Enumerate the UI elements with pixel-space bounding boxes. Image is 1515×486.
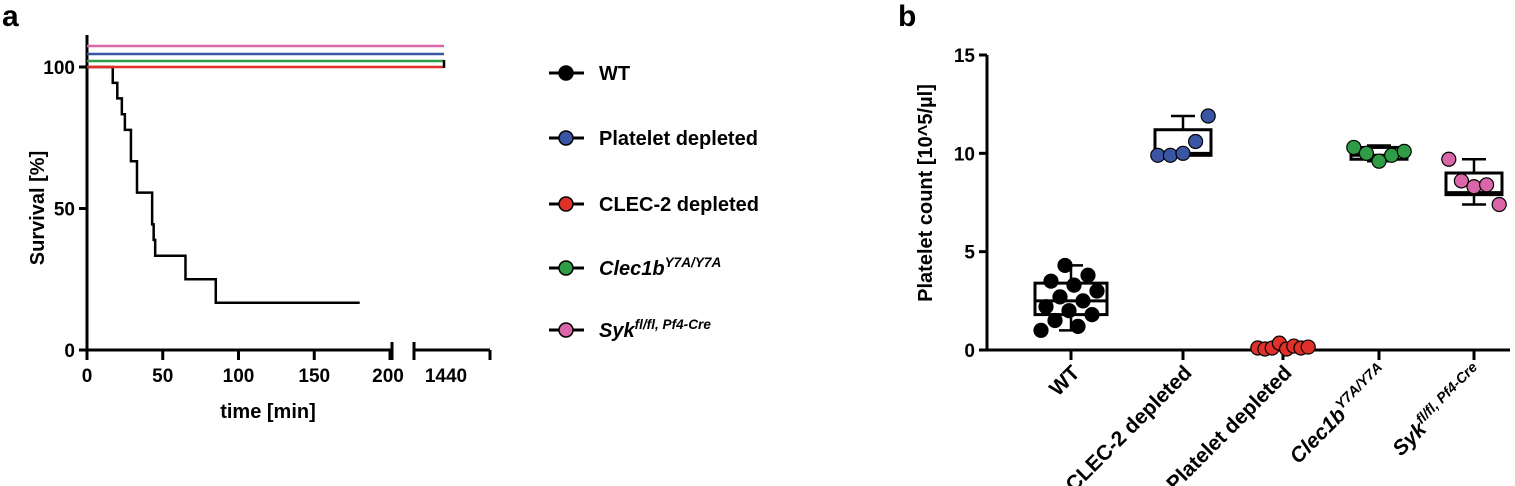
- y-tick-label: 0: [964, 341, 975, 362]
- data-point: [1175, 145, 1191, 161]
- legend-label-syk-base: Syk: [599, 320, 635, 342]
- data-point: [1033, 322, 1049, 338]
- box-group-syk: [1441, 151, 1507, 213]
- data-point: [1038, 299, 1054, 315]
- legend-marker-syk: [558, 322, 574, 338]
- data-point: [1300, 339, 1316, 355]
- y-tick-label: 100: [43, 58, 75, 79]
- legend-marker-clec1b: [558, 260, 574, 276]
- data-point: [1358, 145, 1375, 161]
- x-tick-label: 1440: [425, 366, 467, 387]
- data-point: [1052, 289, 1068, 305]
- y-tick-label: 0: [64, 341, 75, 362]
- data-point: [1150, 147, 1166, 163]
- legend-label-syk-sup: fl/fl, Pf4-Cre: [635, 317, 712, 332]
- data-point: [1346, 139, 1362, 156]
- platelet-y-axis-label: Platelet count [10^5/µl]: [915, 84, 937, 302]
- legend-marker-wt: [558, 65, 574, 81]
- data-point: [1491, 196, 1507, 213]
- data-point: [1057, 257, 1073, 274]
- data-point: [1478, 177, 1495, 193]
- data-point: [1047, 312, 1063, 329]
- legend-label-platelet: Platelet depleted: [599, 128, 758, 150]
- x-tick-label-sup: Y7A/Y7A: [1333, 360, 1386, 413]
- legend-label-clec2-base: CLEC-2 depleted: [599, 194, 759, 216]
- survival-series: [87, 44, 446, 304]
- legend-marker-platelet: [558, 130, 574, 146]
- survival-x-axis-label: time [min]: [220, 401, 316, 423]
- survival-curve-wt: [87, 65, 360, 304]
- x-tick-label: 0: [82, 366, 93, 387]
- data-point: [1453, 173, 1470, 189]
- data-point: [1084, 307, 1100, 323]
- legend-label-clec1b: Clec1bY7A/Y7A: [599, 255, 721, 280]
- data-point: [1187, 133, 1204, 150]
- x-tick-label: Sykfl/fl, Pf4-Cre: [1387, 360, 1488, 461]
- legend-label-wt-base: WT: [599, 63, 630, 85]
- platelet-axes: 0 5 10 15: [954, 46, 1510, 362]
- panel-b-letter: b: [898, 0, 916, 33]
- data-point: [1070, 318, 1086, 334]
- panel-a-letter: a: [2, 0, 19, 33]
- data-point: [1162, 147, 1179, 163]
- y-tick-label: 5: [964, 243, 975, 264]
- box-group-clec1b: [1346, 139, 1412, 169]
- legend-label-syk: Sykfl/fl, Pf4-Cre: [599, 317, 711, 342]
- data-point: [1061, 303, 1077, 319]
- x-tick-label-base: Clec1b: [1286, 403, 1351, 468]
- data-point: [1371, 153, 1387, 169]
- survival-y-axis-label: Survival [%]: [27, 151, 49, 265]
- y-tick-label: 50: [54, 200, 75, 221]
- data-point: [1441, 151, 1457, 167]
- x-tick-label-sup: fl/fl, Pf4-Cre: [1413, 360, 1481, 428]
- data-point: [1396, 143, 1412, 159]
- legend-label-platelet-base: Platelet depleted: [599, 128, 758, 150]
- data-point: [1080, 267, 1096, 283]
- legend-marker-clec2: [558, 196, 574, 212]
- data-point: [1066, 277, 1082, 293]
- survival-chart: 0 50 100 0 50 100 150 200 1440 Survival [%] time…: [27, 35, 492, 423]
- survival-axes: 0 50 100 0 50 100 150 200 1440: [43, 35, 492, 387]
- box-group-wt: [1033, 257, 1109, 338]
- x-tick-label-base: WT: [1045, 361, 1084, 400]
- x-tick-label: 100: [223, 366, 255, 387]
- y-tick-label: 10: [954, 144, 975, 165]
- legend-label-wt: WT: [599, 63, 630, 85]
- legend-label-clec2: CLEC-2 depleted: [599, 194, 759, 216]
- y-tick-label: 15: [954, 46, 976, 67]
- x-tick-label: 50: [152, 366, 173, 387]
- box-group-clec2: [1250, 335, 1316, 357]
- data-point: [1043, 273, 1059, 289]
- box-group-platelet: [1150, 108, 1216, 163]
- x-tick-label: 150: [298, 366, 330, 387]
- x-tick-label: WT: [1045, 361, 1084, 400]
- data-point: [1466, 179, 1482, 195]
- x-tick-label: 200: [372, 366, 404, 387]
- data-point: [1089, 283, 1105, 299]
- legend-label-clec1b-base: Clec1b: [599, 258, 665, 280]
- x-tick-label: Clec1bY7A/Y7A: [1284, 360, 1393, 469]
- data-point: [1200, 108, 1216, 124]
- legend-label-clec1b-sup: Y7A/Y7A: [665, 255, 722, 270]
- data-point: [1383, 147, 1400, 163]
- data-point: [1075, 293, 1091, 309]
